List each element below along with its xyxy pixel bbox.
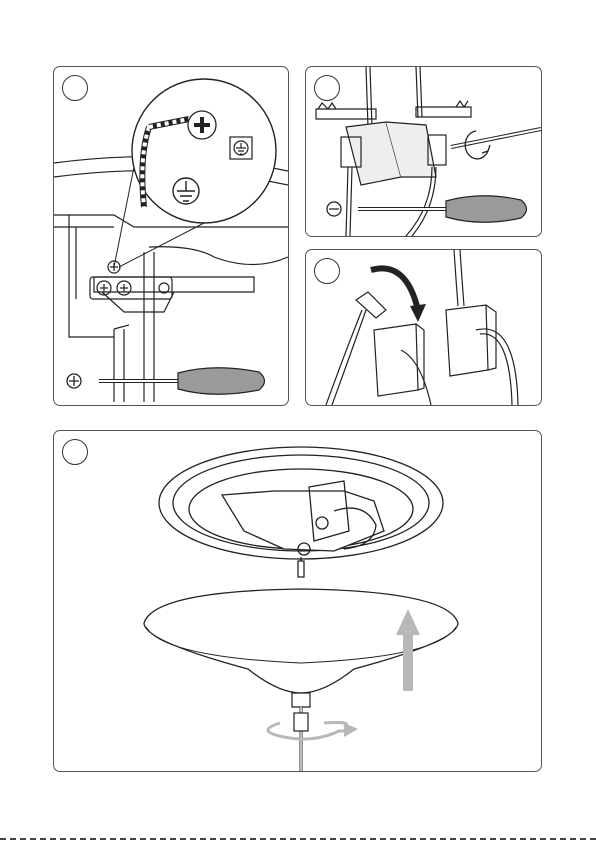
screwdriver-bottom-icon [358,196,527,223]
curved-arrow [371,268,426,322]
step-4-illustration [54,431,541,771]
twist-arrow [268,713,358,739]
magnifier-circle [132,79,276,223]
step-1-panel [53,66,289,406]
plus-symbol [67,374,81,388]
step-4-panel [53,430,542,772]
step-2-panel [305,66,542,237]
step-1-illustration [54,67,288,405]
minus-symbol [327,202,341,216]
ceiling-canopy [159,447,443,577]
step-3-illustration [306,250,541,405]
page-bottom-rule [0,838,596,840]
step-3-panel [305,249,542,406]
step-2-illustration [306,67,541,236]
